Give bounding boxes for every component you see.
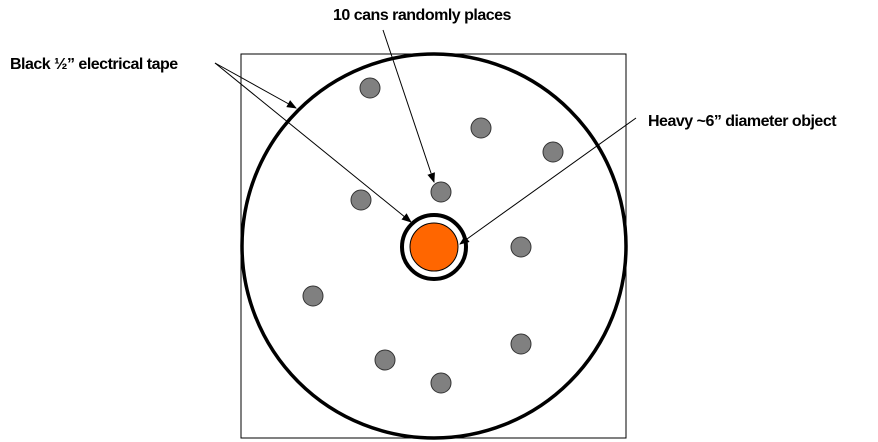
arrow-tape-outer [214, 62, 297, 109]
can [510, 236, 532, 258]
can [470, 117, 492, 139]
can [359, 77, 381, 99]
can [430, 372, 452, 394]
can [510, 333, 532, 355]
cans-label: 10 cans randomly places [333, 7, 511, 24]
can [350, 189, 372, 211]
can [374, 349, 396, 371]
object-label: Heavy ~6” diameter object [648, 113, 837, 130]
outer-tape-circle [240, 52, 628, 440]
arrow-tape-inner [214, 62, 412, 223]
heavy-object [409, 222, 459, 272]
arrow-object [459, 117, 637, 245]
can [302, 285, 324, 307]
cans-group [302, 77, 564, 394]
arrow-cans [382, 29, 435, 183]
inner-tape-circle [400, 213, 468, 281]
can [430, 181, 452, 203]
can [542, 141, 564, 163]
tape-label: Black ½” electrical tape [10, 56, 178, 73]
